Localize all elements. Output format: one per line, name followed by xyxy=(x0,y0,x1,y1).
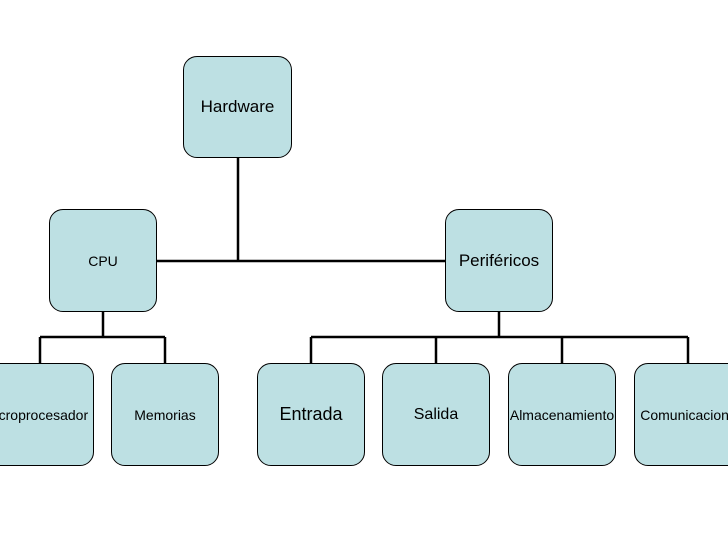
node-almacenamiento-label: Almacenamiento xyxy=(509,406,615,423)
node-cpu: CPU xyxy=(49,209,157,312)
node-hardware-label: Hardware xyxy=(200,97,275,116)
node-entrada: Entrada xyxy=(257,363,365,466)
node-salida-label: Salida xyxy=(413,405,459,423)
node-comunicaciones-label: Comunicaciones xyxy=(640,406,728,423)
node-cpu-label: CPU xyxy=(88,252,118,269)
node-perifericos: Periféricos xyxy=(445,209,553,312)
node-almacenamiento: Almacenamiento xyxy=(508,363,616,466)
node-microprocesador-label: Microprocesador xyxy=(0,406,89,423)
node-hardware: Hardware xyxy=(183,56,292,158)
node-memorias: Memorias xyxy=(111,363,219,466)
node-salida: Salida xyxy=(382,363,490,466)
node-entrada-label: Entrada xyxy=(279,404,343,424)
node-perifericos-label: Periféricos xyxy=(458,250,540,270)
node-microprocesador: Microprocesador xyxy=(0,363,94,466)
node-comunicaciones: Comunicaciones xyxy=(634,363,728,466)
node-memorias-label: Memorias xyxy=(134,406,196,423)
